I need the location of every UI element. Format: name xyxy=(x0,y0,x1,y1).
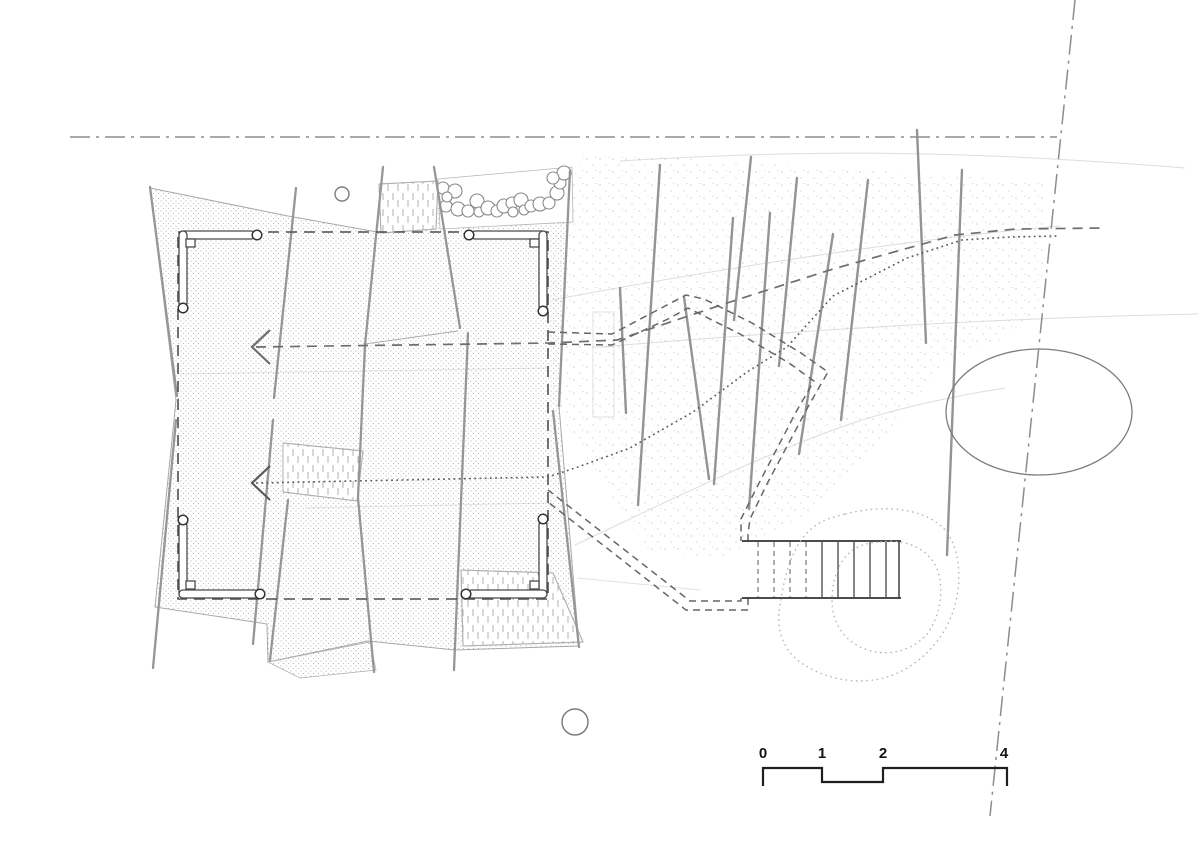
stair-treads-dashed xyxy=(757,542,807,597)
small-circle-top xyxy=(334,186,350,202)
route-arrowhead-upper xyxy=(250,329,271,365)
mound-contours xyxy=(778,508,960,682)
wall-notch xyxy=(529,238,540,248)
scale-label-4: 4 xyxy=(1000,745,1009,762)
rock-garden-band xyxy=(436,165,574,230)
mound-contour-outer xyxy=(778,508,960,682)
boundary-line-right xyxy=(989,0,1076,817)
roof-lower-fringe xyxy=(266,641,377,679)
walkway-corridor xyxy=(547,294,829,611)
hatched-panel-top-fill xyxy=(378,180,439,234)
route-dotted xyxy=(250,235,1059,501)
route-arrowhead-lower xyxy=(250,465,271,501)
building-footprint-dashed xyxy=(177,231,549,600)
scale-bar-outline xyxy=(761,766,1009,786)
route-dashed-line xyxy=(255,227,1104,348)
wall-notch xyxy=(185,238,196,248)
site-circles xyxy=(334,186,589,736)
mound-contour-inner xyxy=(831,540,942,654)
scale-label-2: 2 xyxy=(879,745,887,762)
boundary-lines xyxy=(70,0,1076,817)
wall-bottom-right xyxy=(466,520,548,599)
rock-circles xyxy=(436,165,572,218)
hillside-ground-texture xyxy=(552,152,1048,558)
walkway-inner-edge xyxy=(547,307,815,602)
column-circles xyxy=(177,229,549,600)
wall-notch xyxy=(185,580,196,590)
hatched-panel-middle-fill xyxy=(282,442,364,502)
roof-beam-lines xyxy=(148,165,581,674)
stair-treads-solid xyxy=(821,542,887,597)
hatched-panels xyxy=(282,180,584,647)
walkway-outer-edge xyxy=(547,294,829,611)
scale-label-0: 0 xyxy=(759,745,767,762)
scale-label-1: 1 xyxy=(818,745,826,762)
wall-bottom-left xyxy=(178,521,260,599)
route-dotted-line xyxy=(255,235,1059,484)
small-circle-bottom xyxy=(561,708,589,736)
wall-notch xyxy=(529,580,540,590)
roof-panel-seam xyxy=(364,330,459,345)
corner-walls xyxy=(177,229,549,600)
scale-bar: 0 1 2 4 xyxy=(759,745,1009,786)
wall-top-right xyxy=(470,230,548,311)
hatched-panel-bottom-fill xyxy=(460,569,584,647)
stair-edges xyxy=(742,540,901,599)
route-dashed xyxy=(250,227,1104,365)
wall-top-left xyxy=(178,230,256,308)
stairs xyxy=(742,540,901,599)
tree-lines xyxy=(618,128,964,557)
